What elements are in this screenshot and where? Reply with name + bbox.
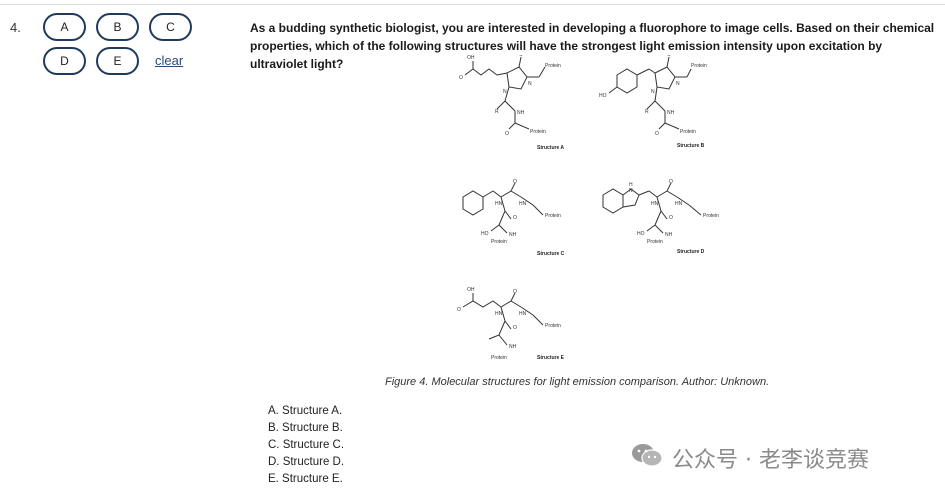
structure-e: OH O O HN HN O Protein NH Protein Struct… xyxy=(457,287,565,361)
atom-label: NH xyxy=(509,344,517,350)
atom-label: NH xyxy=(509,232,517,238)
structure-d-label: Structure D xyxy=(677,249,705,255)
atom-label: N xyxy=(528,81,532,87)
structure-e-label: Structure E xyxy=(537,355,565,361)
atom-label: HN xyxy=(519,201,527,207)
atom-label: HO xyxy=(599,93,607,99)
top-divider xyxy=(0,4,945,5)
atom-label: N xyxy=(651,89,655,95)
atom-label: Protein xyxy=(491,355,507,361)
option-d[interactable]: D. Structure D. xyxy=(268,456,345,468)
option-c[interactable]: C. Structure C. xyxy=(268,439,345,451)
atom-label: Protein xyxy=(680,129,696,135)
molecular-structures-figure: OH O O N N Protein R NH O Protein Struct… xyxy=(455,52,775,370)
atom-label: O xyxy=(669,179,673,185)
atom-label: O xyxy=(513,325,517,331)
atom-label: O xyxy=(513,215,517,221)
atom-label: HO xyxy=(637,231,645,237)
choice-a-button[interactable]: A xyxy=(43,13,86,41)
watermark-text: 公众号 · 老李谈竞赛 xyxy=(672,448,869,473)
atom-label: NH xyxy=(517,110,525,116)
atom-label: HN xyxy=(495,201,503,207)
atom-label: NH xyxy=(665,232,673,238)
atom-label: N xyxy=(629,188,633,194)
atom-label: R xyxy=(495,109,499,115)
atom-label: Protein xyxy=(691,63,707,69)
watermark: 公众号 · 老李谈竞赛 xyxy=(630,441,869,475)
question-text: As a budding synthetic biologist, you ar… xyxy=(250,21,935,71)
option-b[interactable]: B. Structure B. xyxy=(268,422,343,434)
answer-options-list: A. Structure A. B. Structure B. C. Struc… xyxy=(268,403,344,488)
atom-label: O xyxy=(655,131,659,137)
atom-label: O xyxy=(519,55,523,58)
atom-label: R xyxy=(645,109,649,115)
atom-label: N xyxy=(503,89,507,95)
structure-c-label: Structure C xyxy=(537,251,565,257)
atom-label: O xyxy=(669,215,673,221)
atom-label: O xyxy=(513,289,517,295)
atom-label: HO xyxy=(481,231,489,237)
atom-label: HN xyxy=(519,311,527,317)
structure-a: OH O O N N Protein R NH O Protein Struct… xyxy=(459,52,564,151)
atom-label: OH xyxy=(467,287,475,293)
atom-label: O xyxy=(667,55,671,58)
atom-label: Protein xyxy=(647,239,663,245)
atom-label: O xyxy=(459,75,463,81)
structure-b-label: Structure B xyxy=(677,143,705,149)
atom-label: H xyxy=(629,182,633,188)
atom-label: Protein xyxy=(491,239,507,245)
choice-e-button[interactable]: E xyxy=(96,47,139,75)
atom-label: Protein xyxy=(545,213,561,219)
structure-b: HO O N N Protein R NH O Protein Structur… xyxy=(599,52,707,149)
clear-link[interactable]: clear xyxy=(155,53,184,68)
option-e[interactable]: E. Structure E. xyxy=(268,473,343,485)
atom-label: O xyxy=(457,307,461,313)
question-number: 4. xyxy=(10,20,21,35)
atom-label: O xyxy=(505,131,509,137)
atom-label: Protein xyxy=(530,129,546,135)
atom-label: HN xyxy=(495,311,503,317)
atom-label: Protein xyxy=(545,63,561,69)
atom-label: OH xyxy=(467,55,475,61)
structure-a-label: Structure A xyxy=(537,145,564,151)
wechat-icon xyxy=(630,441,664,475)
choice-d-button[interactable]: D xyxy=(43,47,86,75)
structure-d: H N O HN HN O Protein HO NH Protein Stru… xyxy=(602,179,719,255)
atom-label: Protein xyxy=(703,213,719,219)
choice-b-button[interactable]: B xyxy=(96,13,139,41)
atom-label: NH xyxy=(667,110,675,116)
atom-label: Protein xyxy=(545,323,561,329)
option-a[interactable]: A. Structure A. xyxy=(268,405,343,417)
atom-label: HN xyxy=(675,201,683,207)
atom-label: N xyxy=(676,81,680,87)
choice-c-button[interactable]: C xyxy=(149,13,192,41)
atom-label: HN xyxy=(651,201,659,207)
figure-caption: Figure 4. Molecular structures for light… xyxy=(385,376,770,388)
atom-label: O xyxy=(513,179,517,185)
structure-c: O HN HN O Protein HO NH Protein Structur… xyxy=(462,179,565,257)
